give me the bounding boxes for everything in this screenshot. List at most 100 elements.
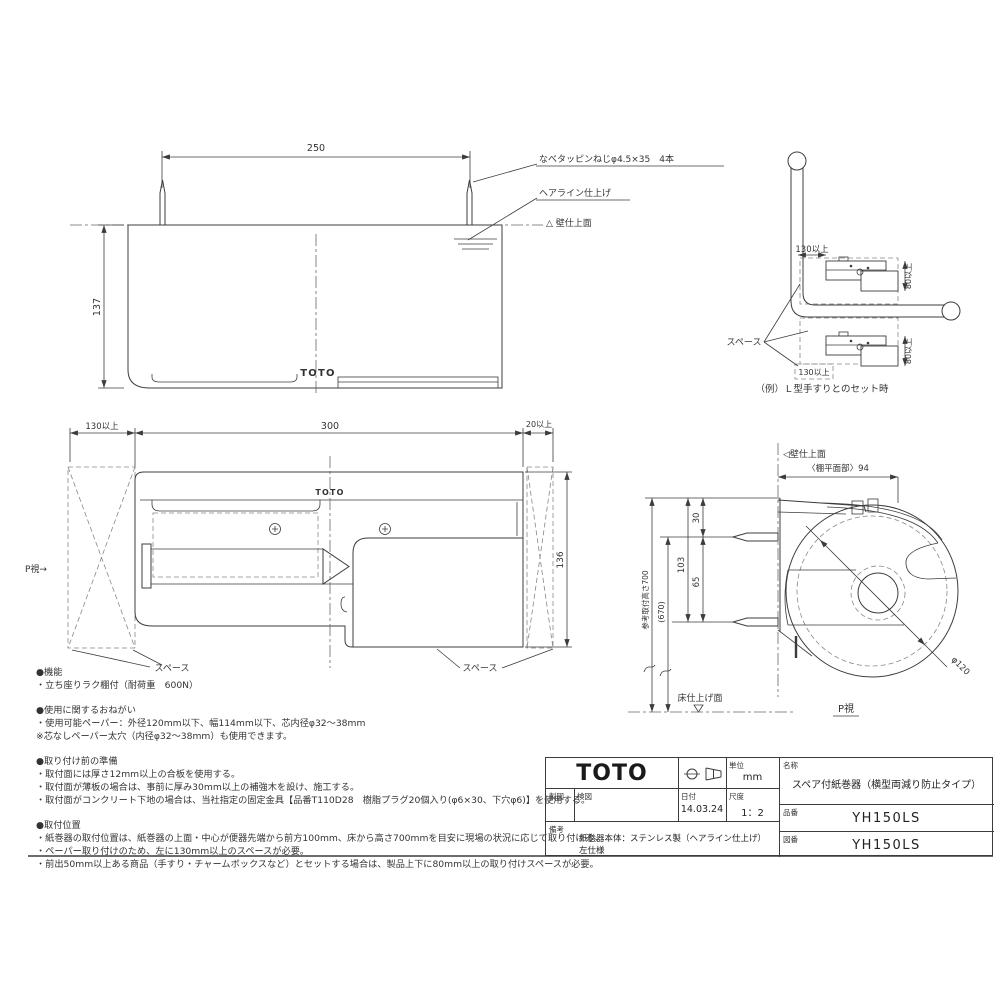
mount-screw-lower	[731, 617, 779, 627]
screw-spec-label: なべタッピンねじφ4.5×35 4本	[539, 153, 674, 165]
dim-130-top: 130以上	[795, 245, 829, 255]
dim-103: 103	[677, 557, 687, 573]
lbar-caption: （例）Ｌ型手すりとのセット時	[756, 383, 889, 395]
unit-value: mm	[742, 772, 763, 783]
note-section-title: ●取付位置	[36, 820, 81, 831]
remarks-line-1: 紙巻器本体：ステンレス製（ヘアライン仕上げ）	[579, 834, 767, 844]
name-label: 名称	[783, 761, 798, 770]
mount-screw-upper	[731, 532, 779, 542]
remarks-label: 備考	[549, 825, 564, 834]
roll-outline-dashed	[152, 512, 319, 578]
note-line: ※芯なしペーパー太穴（内径φ32～38mm）も使用できます。	[36, 731, 293, 742]
drawing-number-value: YH150LS	[852, 838, 921, 853]
shelf-tray	[151, 500, 321, 512]
dim-30: 30	[692, 513, 702, 524]
screw-mark-right	[379, 523, 391, 535]
floor-level-mark	[693, 704, 704, 713]
part-number-label: 品番	[783, 808, 798, 817]
dim-670: (670)	[657, 601, 666, 623]
side-view-drawing: ◁壁仕上面 〈棚平面部〉94 φ120 参考取付高さ700	[628, 443, 972, 717]
note-line: ・取付面には厚さ12mm以上の合板を使用する。	[36, 769, 241, 780]
note-line: ・紙巻器の取付位置は、紙巻器の上面・中心が便器先端から前方100mm、床から高さ…	[36, 833, 603, 844]
wall-hatch-lower	[799, 317, 899, 365]
screw-right	[466, 179, 473, 225]
front-body-outline	[134, 471, 524, 648]
dim-136: 136	[556, 551, 566, 568]
hairline-label: ヘアライン仕上げ	[539, 187, 611, 199]
wall-surface-label-side: ◁壁仕上面	[783, 448, 826, 460]
top-view-drawing: 250 137 なべタッピンねじφ4.5×35 4本 ヘアライン仕上げ △ 壁仕…	[70, 143, 724, 394]
dim-130-left: 130以上	[85, 422, 119, 432]
front-view-drawing: 130以上 300 20以上	[25, 420, 572, 674]
paper-roll-dashed	[796, 515, 948, 667]
dim-20-right: 20以上	[526, 420, 552, 429]
finger-notch	[905, 542, 957, 580]
spindle-bracket-side	[784, 569, 904, 626]
space-label-lbar: スペース	[727, 338, 762, 348]
dim-65: 65	[692, 577, 702, 588]
space-label-left: スペース	[155, 664, 190, 674]
holder-side-lower	[825, 331, 899, 367]
date-label: 日付	[681, 792, 696, 801]
space-label-right: スペース	[463, 664, 498, 674]
notes-block: ●機能 ・立ち座りラク棚付（耐荷重 600N） ●使用に関するおねがい ・使用可…	[36, 666, 603, 871]
dim-80-top: 80以上	[904, 263, 913, 289]
spindle	[141, 543, 353, 589]
dim-300: 300	[321, 421, 339, 432]
drum-outline	[785, 504, 959, 678]
dim-130-bottom: 130以上	[798, 368, 829, 377]
dim-80-bottom: 80以上	[904, 338, 913, 364]
projection-symbol-icon	[684, 767, 722, 781]
note-section-title: ●使用に関するおねがい	[36, 705, 136, 716]
wall-surface-label: △ 壁仕上面	[546, 217, 592, 229]
cover-arc	[822, 502, 943, 544]
drawing-number-label: 図番	[783, 835, 798, 844]
note-line: ・取付面が薄板の場合は、事前に厚み30mm以上の補強木を設け、施工する。	[36, 782, 360, 793]
clearance-box-right	[526, 466, 554, 649]
part-number-value: YH150LS	[852, 811, 921, 826]
dim-phi120: φ120	[949, 655, 972, 678]
spare-slot	[337, 376, 499, 389]
name-value: スペア付紙巻器（横型両減り防止タイプ）	[791, 780, 982, 791]
scale-value: 1：2	[741, 808, 764, 819]
dim-height-700: 参考取付高さ700	[640, 570, 650, 630]
scale-label: 尺度	[729, 792, 744, 801]
break-marks	[643, 664, 672, 677]
check-label: 検図	[577, 792, 592, 801]
draft-label: 製図	[549, 792, 564, 801]
floor-surface-label: 床仕上げ面	[677, 692, 722, 704]
cover-step-detail	[340, 596, 348, 613]
note-section-title: ●取り付け前の準備	[36, 756, 118, 767]
toto-logo-title-block: TOTO	[576, 761, 648, 786]
remarks-line-2: 左仕様	[579, 846, 605, 856]
note-line: ・立ち座りラク棚付（耐荷重 600N）	[36, 680, 199, 691]
unit-label: 単位	[729, 761, 744, 770]
clearance-box-left	[67, 466, 136, 649]
shelf-top-profile	[777, 499, 867, 513]
dim-137: 137	[92, 298, 103, 316]
stopper-clip	[851, 500, 864, 515]
hairline-finish-mark	[454, 238, 497, 250]
tray-front-edge	[151, 374, 298, 383]
p-view-direction-label: P視→	[25, 563, 47, 575]
screw-mark-left	[269, 523, 281, 535]
title-block: TOTO 単位 mm 製図 検図 日付 14.03.24 尺度 1：2 備考 紙…	[545, 757, 994, 857]
note-line: ・ペーパー取り付けのため、左に130mm以上のスペースが必要。	[36, 846, 310, 857]
dim-250: 250	[307, 143, 325, 154]
dim-shelf-94: 〈棚平面部〉94	[807, 463, 869, 474]
screw-left	[159, 179, 166, 225]
top-view-body-outline	[127, 224, 503, 389]
holder-side-upper	[825, 256, 899, 292]
note-line: ・取付面がコンクリート下地の場合は、当社指定の固定金具【品番T110D28 樹脂…	[36, 795, 591, 806]
date-value: 14.03.24	[680, 804, 724, 815]
note-section-title: ●機能	[36, 667, 63, 678]
toto-logo-top-view: TOTO	[300, 368, 335, 379]
spare-cover-outline	[352, 537, 523, 647]
p-view-caption: P視	[838, 702, 854, 715]
lbar-set-example: 130以上 80以上 80以上 130以上 スペース （例）Ｌ型手すりとのセット…	[727, 151, 961, 395]
core-circle	[857, 572, 899, 614]
note-line: ・使用可能ペーパー：外径120mm以下、幅114mm以下、芯内径φ32～38mm	[36, 718, 366, 729]
l-grab-bar	[787, 151, 961, 321]
